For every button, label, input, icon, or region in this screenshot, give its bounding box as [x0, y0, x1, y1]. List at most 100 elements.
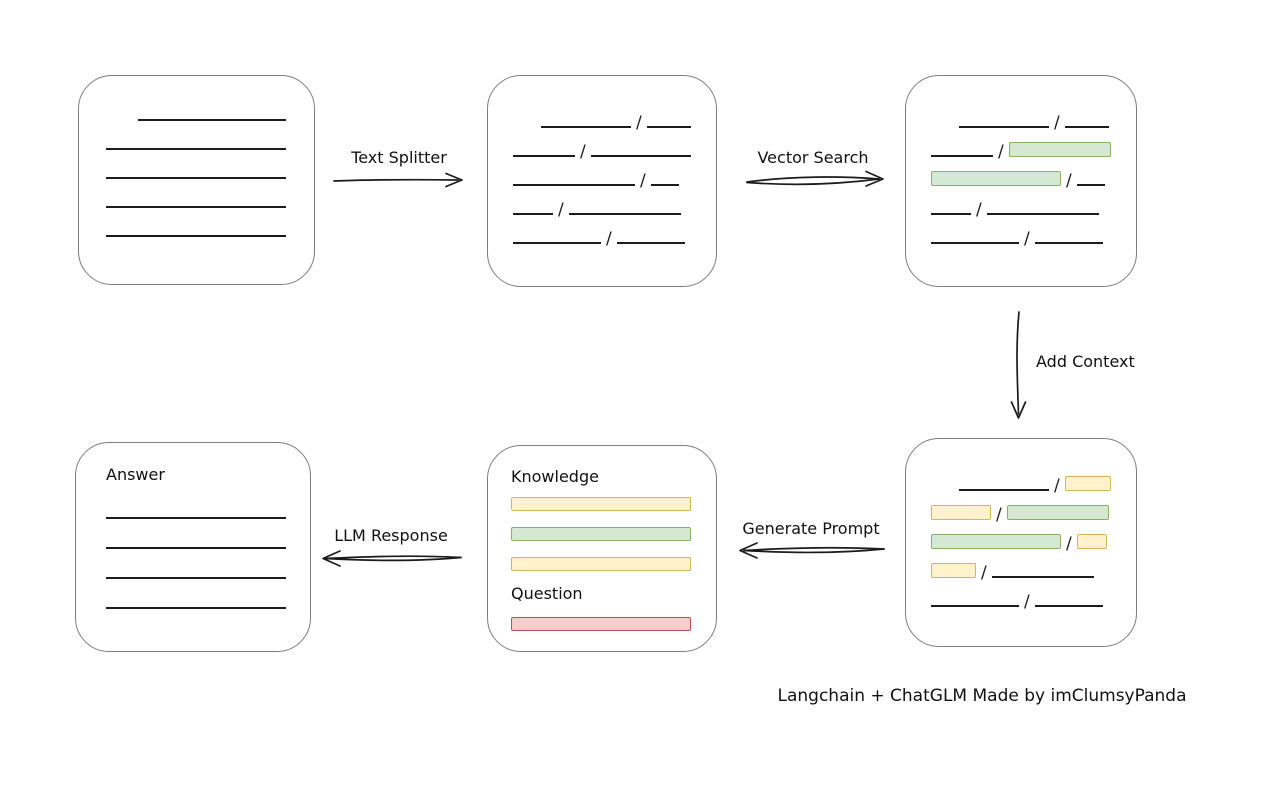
- text-line: [541, 126, 631, 128]
- green-highlight-bar: [1008, 142, 1111, 157]
- vector-search-label: Vector Search: [757, 148, 869, 167]
- chunk-separator-slash: /: [981, 563, 987, 583]
- text-line: [991, 576, 1094, 578]
- text-line: [513, 155, 575, 157]
- text-line-row: /: [513, 186, 694, 219]
- green-highlight-bar: [931, 534, 1061, 549]
- yellow-highlight-bar: [1076, 534, 1107, 549]
- chunk-separator-slash: /: [636, 113, 642, 133]
- yellow-highlight-bar: [931, 505, 991, 520]
- text-line: [959, 489, 1049, 491]
- text-line: [106, 519, 286, 549]
- chunk-separator-slash: /: [1024, 592, 1030, 612]
- text-line: [106, 208, 286, 237]
- answer-box: Answer: [75, 442, 311, 652]
- yellow-highlight-bar: [511, 497, 691, 511]
- text-line: [513, 184, 635, 186]
- text-line: [931, 242, 1019, 244]
- question-label: Question: [511, 584, 583, 603]
- red-highlight-bar: [511, 617, 691, 631]
- llm-response-label: LLM Response: [334, 526, 448, 545]
- chunk-separator-slash: /: [1066, 171, 1072, 191]
- text-line-row: /: [931, 186, 1114, 220]
- text-line-row: /: [931, 99, 1114, 133]
- green-highlight-bar: [931, 171, 1061, 186]
- text-line: [931, 213, 971, 215]
- text-splitter-label: Text Splitter: [351, 148, 447, 167]
- text-line: [106, 579, 286, 609]
- text-line: [106, 179, 286, 208]
- text-line-row: [511, 488, 692, 511]
- text-chunks-box: /////: [487, 75, 717, 287]
- text-line: [513, 213, 553, 215]
- text-line-row: /: [931, 128, 1114, 162]
- chunk-separator-slash: /: [976, 200, 982, 220]
- chunk-separator-slash: /: [998, 142, 1004, 162]
- text-line: [646, 126, 691, 128]
- text-line: [986, 213, 1099, 215]
- generate-prompt-arrow-icon: [739, 542, 885, 559]
- knowledge-label: Knowledge: [511, 467, 599, 486]
- text-line-row: /: [513, 99, 694, 133]
- prompt-box: Knowledge Question: [487, 445, 717, 652]
- credit-text: Langchain + ChatGLM Made by imClumsyPand…: [777, 686, 1187, 706]
- answer-lines: [106, 489, 286, 609]
- yellow-highlight-bar: [931, 563, 976, 578]
- text-line-row: [511, 511, 692, 541]
- chunk-separator-slash: /: [1054, 113, 1060, 133]
- text-line-row: /: [931, 157, 1114, 191]
- text-line: [931, 605, 1019, 607]
- chunk-rows: /////: [931, 99, 1114, 248]
- vector-search-results-box: /////: [905, 75, 1137, 287]
- text-line-row: /: [931, 462, 1114, 496]
- text-line: [1034, 605, 1103, 607]
- chunk-separator-slash: /: [996, 505, 1002, 525]
- text-line-row: /: [931, 491, 1114, 525]
- chunk-rows: / / / / /: [931, 462, 1114, 612]
- text-line-row: [511, 605, 692, 631]
- text-splitter-arrow-icon: [333, 172, 463, 188]
- text-line: [106, 121, 286, 150]
- text-line: [568, 213, 681, 215]
- generate-prompt-label: Generate Prompt: [742, 519, 880, 538]
- document-lines: [106, 92, 286, 237]
- text-line-row: [511, 541, 692, 571]
- text-line: [616, 242, 685, 244]
- text-line: [106, 549, 286, 579]
- document-box: [78, 75, 315, 285]
- text-line: [650, 184, 679, 186]
- chunk-separator-slash: /: [606, 229, 612, 249]
- yellow-highlight-bar: [1064, 476, 1111, 491]
- text-line: [1064, 126, 1109, 128]
- green-highlight-bar: [511, 527, 691, 541]
- text-line-row: /: [931, 549, 1114, 583]
- text-line: [959, 126, 1049, 128]
- vector-search-arrow-icon: [746, 170, 884, 187]
- text-line: [106, 150, 286, 179]
- chunk-separator-slash: /: [580, 142, 586, 162]
- text-line: [1076, 184, 1105, 186]
- text-line: [138, 92, 286, 121]
- context-box: / / / / /: [905, 438, 1137, 647]
- chunk-separator-slash: /: [1054, 476, 1060, 496]
- knowledge-bars: [511, 488, 692, 571]
- yellow-highlight-bar: [511, 557, 691, 571]
- text-line: [931, 155, 993, 157]
- text-line-row: /: [513, 157, 694, 190]
- question-bars: [511, 605, 692, 631]
- text-line-row: /: [931, 578, 1114, 612]
- text-line: [513, 242, 601, 244]
- text-line-row: /: [513, 215, 694, 249]
- llm-response-arrow-icon: [322, 550, 462, 567]
- answer-label: Answer: [106, 465, 165, 484]
- green-highlight-bar: [1006, 505, 1109, 520]
- text-line-row: /: [931, 520, 1114, 554]
- text-line-row: /: [931, 215, 1114, 248]
- chunk-separator-slash: /: [1066, 534, 1072, 554]
- chunk-rows: /////: [513, 99, 694, 249]
- add-context-arrow-icon: [1010, 311, 1027, 419]
- text-line: [1034, 242, 1103, 244]
- text-line: [590, 155, 691, 157]
- text-line: [106, 489, 286, 519]
